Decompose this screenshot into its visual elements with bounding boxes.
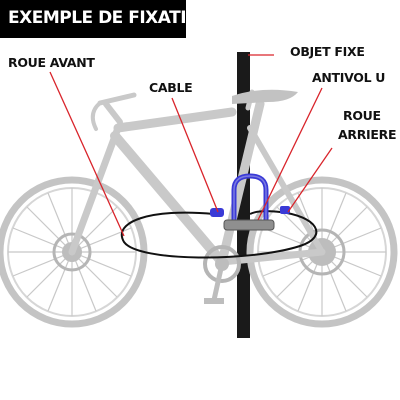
label-roue-arriere-line1: ROUE [343,108,381,123]
label-roue-arriere-line2: ARRIERE [338,127,397,142]
label-antivol-u: ANTIVOL U [312,70,386,85]
title-banner: EXEMPLE DE FIXATION [0,0,214,38]
leader-antivol-u [257,87,323,221]
u-lock [210,173,290,231]
crankset [203,245,241,304]
leader-cable [171,97,219,213]
label-roue-avant: ROUE AVANT [8,55,95,70]
label-cable: CABLE [149,80,193,95]
cable [121,210,318,259]
saddle [232,89,298,104]
diagram-title: EXEMPLE DE FIXATION [8,8,214,28]
leader-roue-avant [49,71,125,237]
leader-roue-arriere [287,147,333,213]
label-objet-fixe: OBJET FIXE [290,44,365,59]
